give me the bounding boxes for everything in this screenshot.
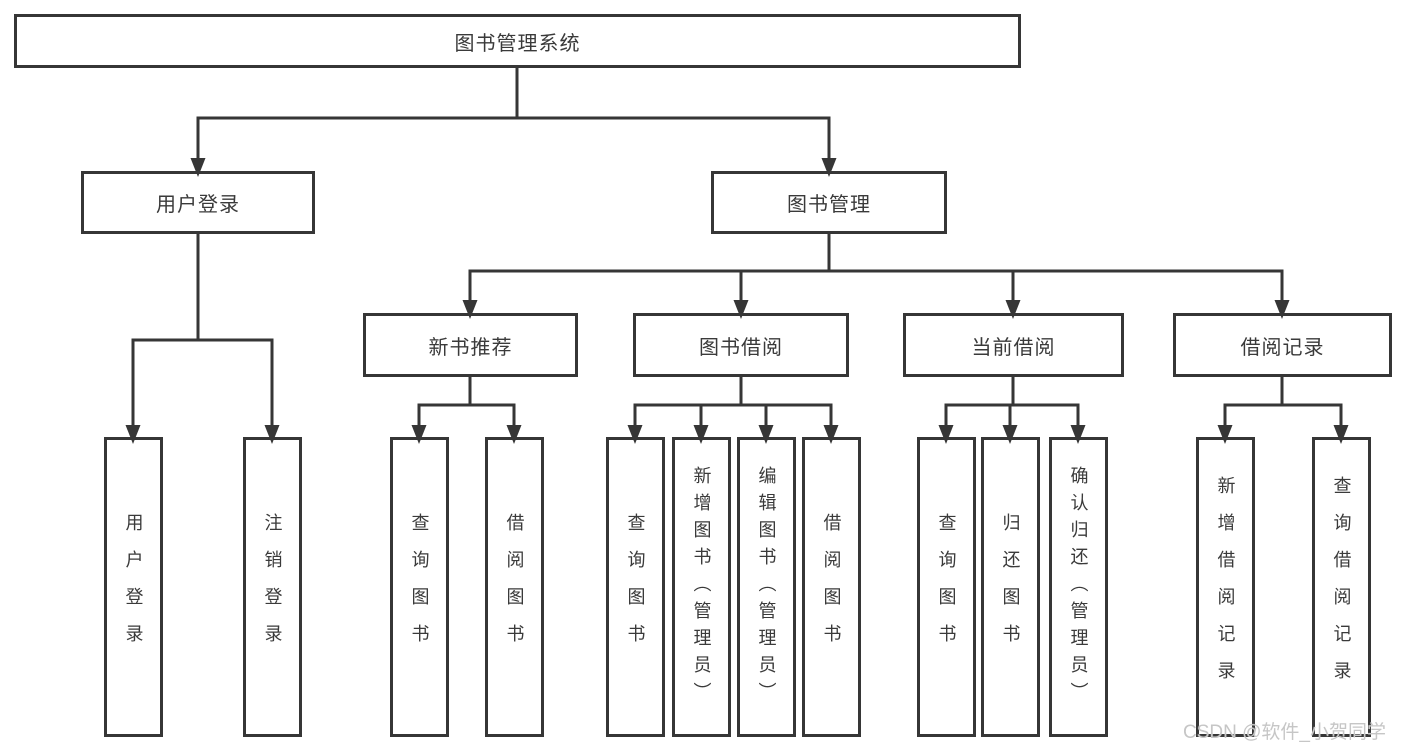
leaf-label: 查询图书 <box>936 513 957 661</box>
leaf-label: 借阅图书 <box>821 513 842 661</box>
node-label: 图书借阅 <box>699 336 783 359</box>
leaf-label: 归还图书 <box>1000 513 1021 661</box>
node-label: 图书管理系统 <box>454 32 581 55</box>
leaf-label: 查询图书 <box>409 513 430 661</box>
node-label: 新书推荐 <box>428 336 513 359</box>
leaf-add-borrow-record: 新增借阅记录 <box>1196 437 1255 737</box>
leaf-borrow-books-recommend: 借阅图书 <box>485 437 544 737</box>
leaf-add-book-admin: 新增图书（管理员） <box>672 437 731 737</box>
node-new-book-recommend: 新书推荐 <box>363 313 578 377</box>
leaf-query-books-borrowing: 查询图书 <box>606 437 665 737</box>
leaf-borrow-books-borrowing: 借阅图书 <box>802 437 861 737</box>
leaf-label: 编辑图书（管理员） <box>756 465 777 709</box>
watermark-csdn: CSDN @软件_小贺同学 <box>1183 722 1386 743</box>
node-label: 用户登录 <box>156 194 240 216</box>
node-label: 图书管理 <box>787 194 871 216</box>
leaf-label: 新增借阅记录 <box>1215 476 1236 698</box>
node-label: 当前借阅 <box>971 336 1056 359</box>
leaf-logout: 注销登录 <box>243 437 302 737</box>
leaf-label: 注销登录 <box>262 513 283 661</box>
node-book-management: 图书管理 <box>711 171 947 234</box>
node-current-borrowing: 当前借阅 <box>903 313 1124 377</box>
node-book-borrowing: 图书借阅 <box>633 313 849 377</box>
leaf-query-books-recommend: 查询图书 <box>390 437 449 737</box>
node-user-login: 用户登录 <box>81 171 315 234</box>
node-library-system: 图书管理系统 <box>14 14 1021 68</box>
leaf-label: 用户登录 <box>123 513 144 661</box>
leaf-confirm-return-admin: 确认归还（管理员） <box>1049 437 1108 737</box>
leaf-label: 借阅图书 <box>504 513 525 661</box>
leaf-edit-book-admin: 编辑图书（管理员） <box>737 437 796 737</box>
leaf-return-books: 归还图书 <box>981 437 1040 737</box>
leaf-label: 查询借阅记录 <box>1331 476 1352 698</box>
leaf-query-borrow-record: 查询借阅记录 <box>1312 437 1371 737</box>
leaf-query-books-current: 查询图书 <box>917 437 976 737</box>
leaf-user-login: 用户登录 <box>104 437 163 737</box>
leaf-label: 查询图书 <box>625 513 646 661</box>
node-borrowing-records: 借阅记录 <box>1173 313 1392 377</box>
leaf-label: 新增图书（管理员） <box>691 465 712 709</box>
leaf-label: 确认归还（管理员） <box>1068 465 1089 709</box>
node-label: 借阅记录 <box>1240 336 1325 359</box>
